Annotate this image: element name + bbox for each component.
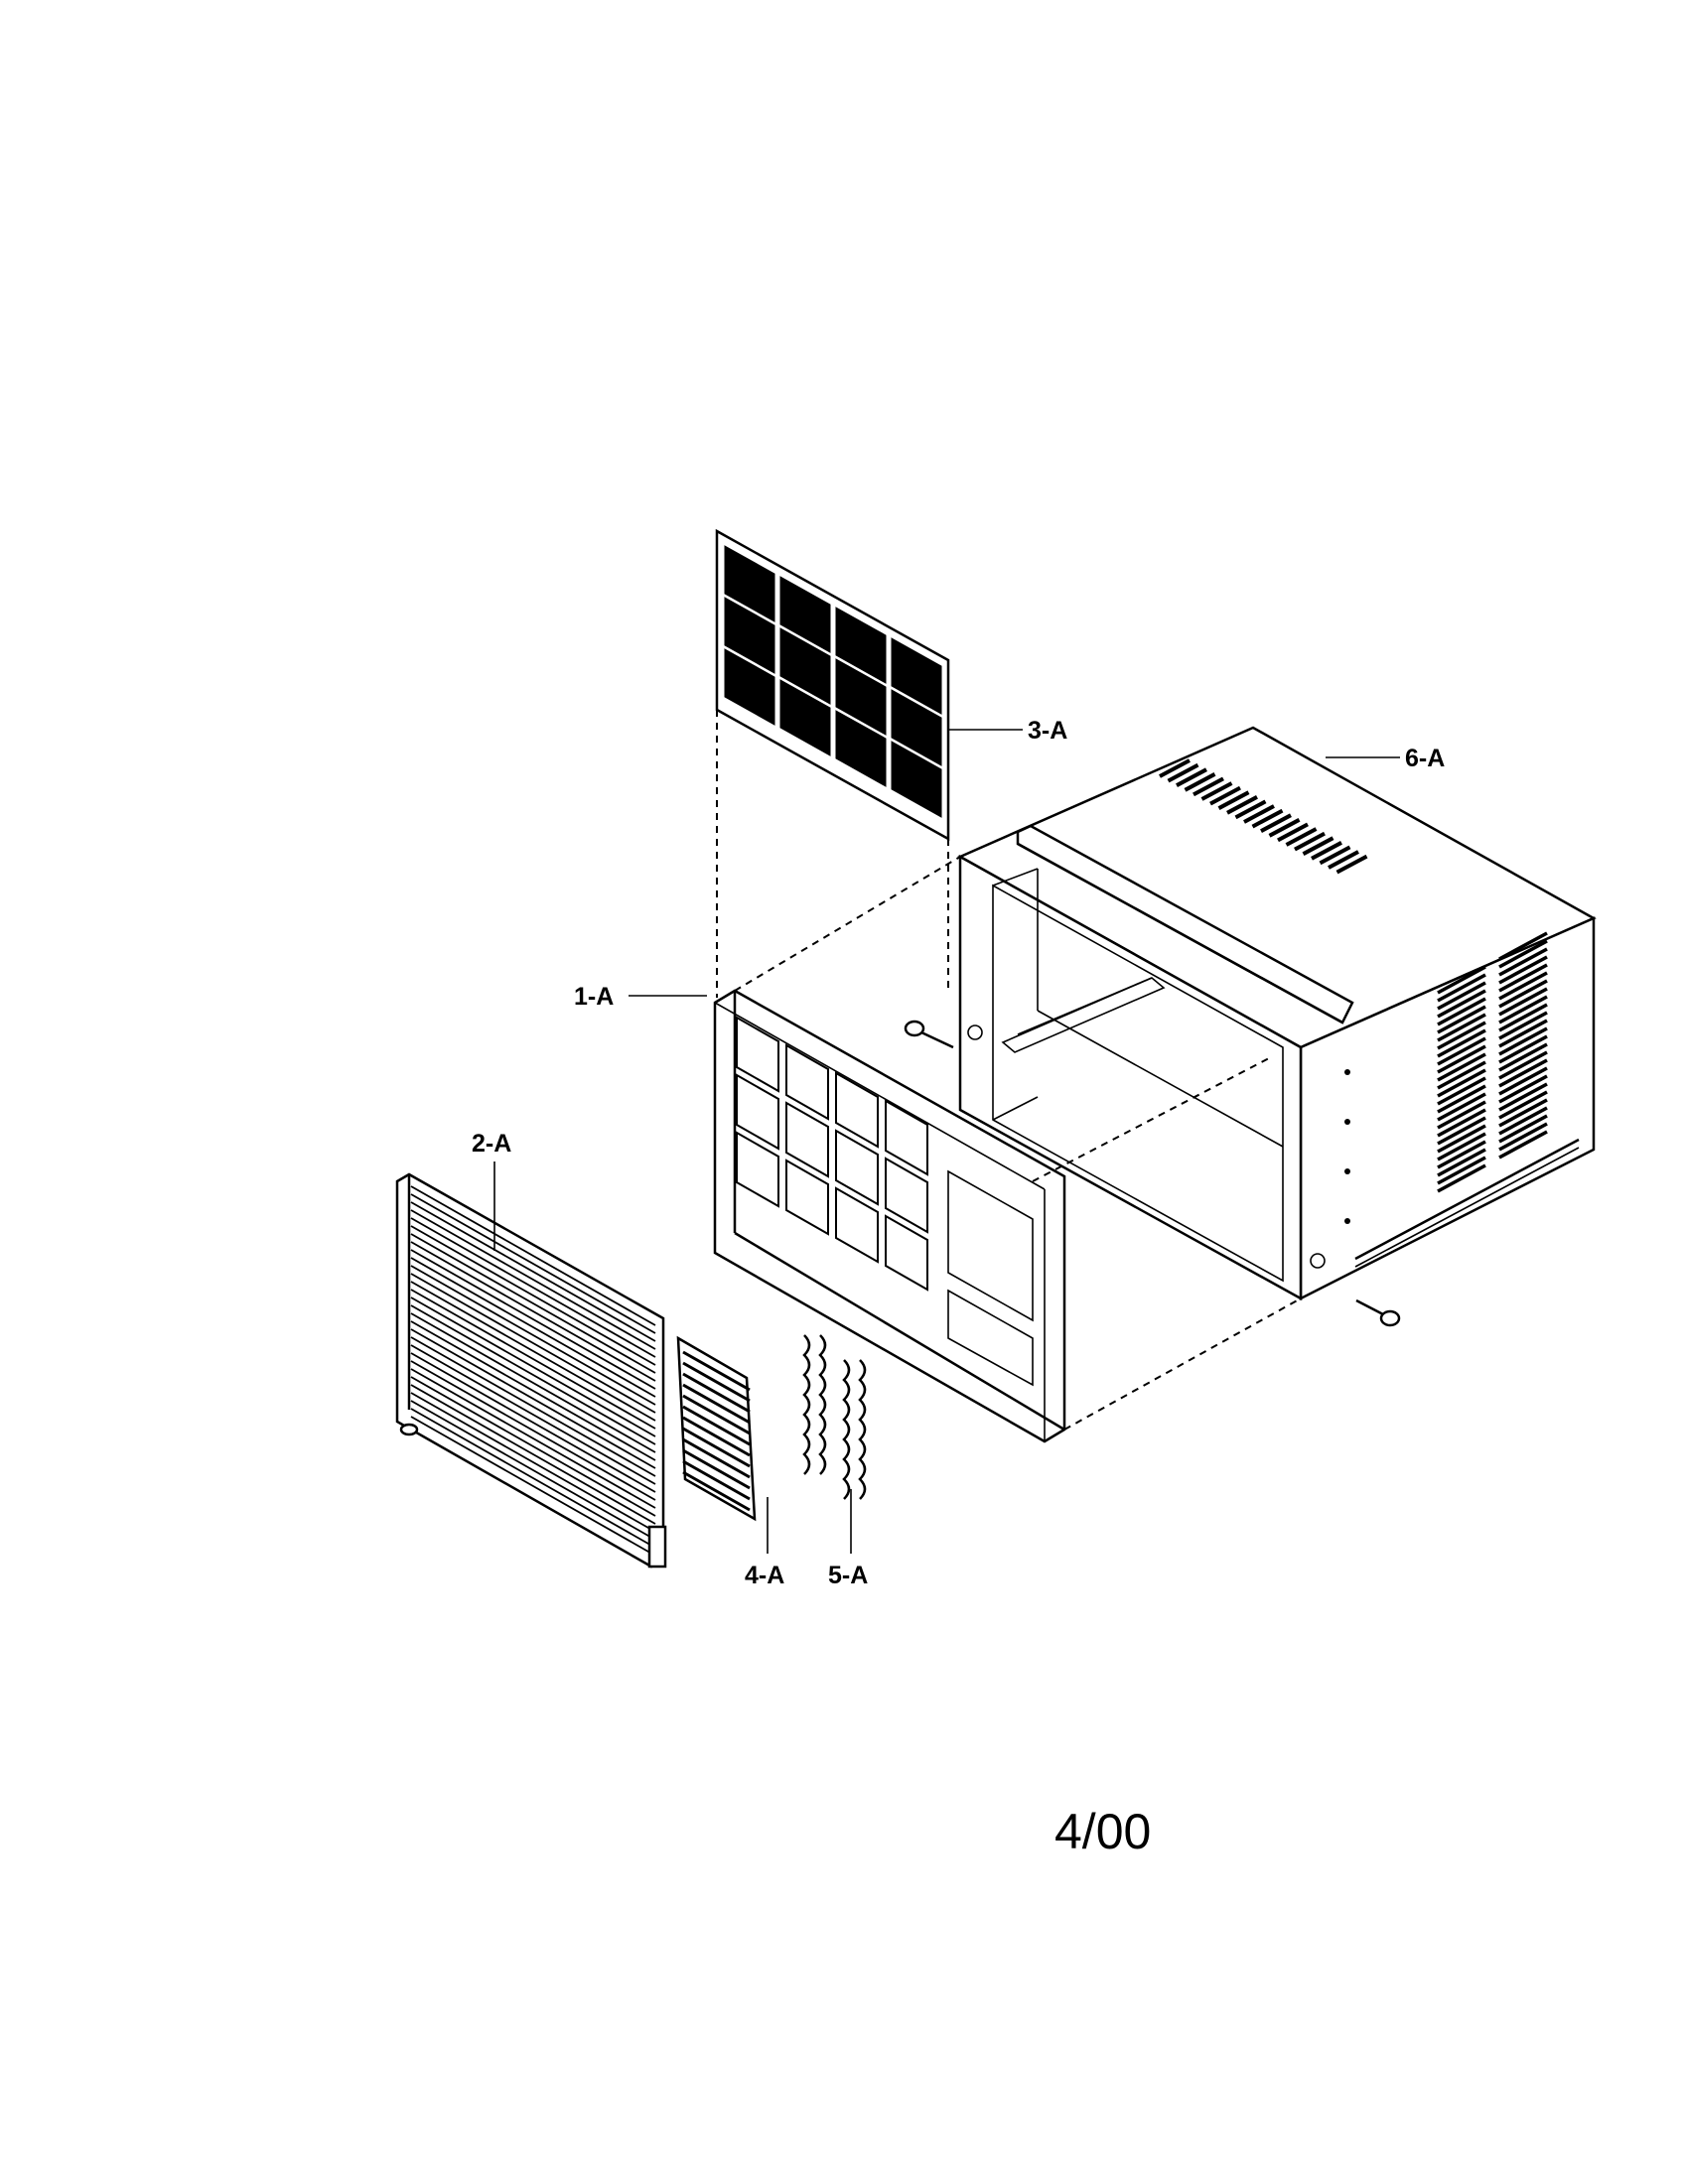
assembly-guide-lines: [716, 710, 1302, 1431]
screw-right: [1355, 1298, 1401, 1327]
callout-1a: 1-A: [574, 983, 614, 1011]
leader-lines: [493, 729, 1400, 1554]
callout-6a: 6-A: [1405, 745, 1445, 772]
front-grille-part: [395, 1172, 667, 1569]
cabinet-top-vent: [1159, 758, 1368, 875]
front-frame-part: [713, 989, 1066, 1443]
revision-date: 4/00: [1054, 1804, 1151, 1859]
callout-5a: 5-A: [828, 1562, 868, 1589]
front-frame-grille-openings: [736, 1016, 928, 1292]
side-curtain-part: [802, 1334, 867, 1500]
callout-4a: 4-A: [745, 1562, 784, 1589]
cabinet-part: [904, 726, 1597, 1327]
screw-left: [904, 1020, 954, 1049]
callout-2a: 2-A: [472, 1130, 511, 1158]
cabinet-side-vent: [1437, 931, 1548, 1193]
filter-part: [715, 528, 950, 842]
louver-part: [676, 1335, 757, 1522]
callout-3a: 3-A: [1028, 717, 1067, 745]
